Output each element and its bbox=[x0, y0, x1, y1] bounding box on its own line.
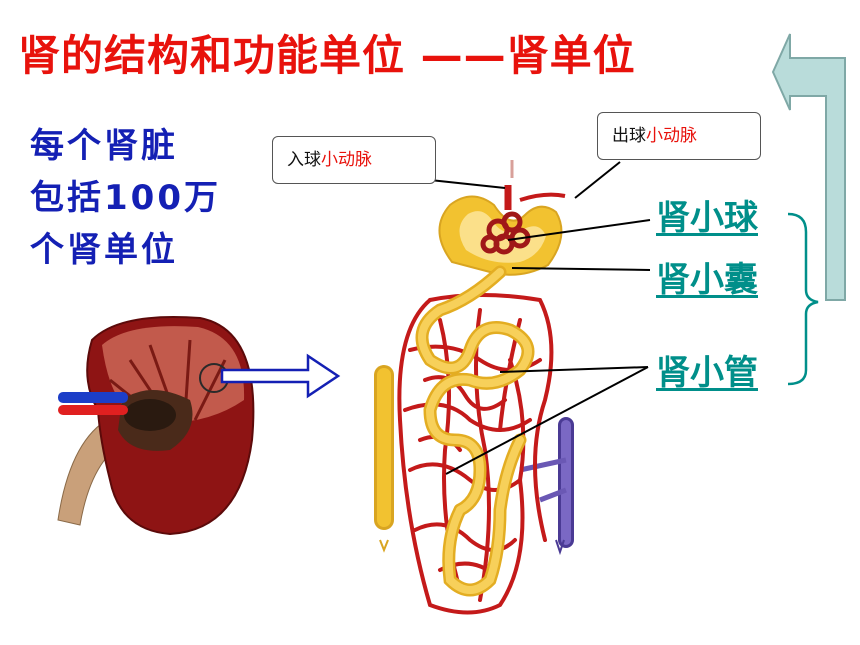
callout-afferent-highlight: 小动脉 bbox=[321, 150, 372, 170]
description-line-1: 每个肾脏 bbox=[30, 126, 178, 166]
label-capsule[interactable]: 肾小囊 bbox=[656, 260, 758, 300]
pointer-glomerulus bbox=[507, 219, 651, 241]
page-title: 肾的结构和功能单位 ——肾单位 bbox=[18, 31, 636, 80]
pointer-tubule-2 bbox=[445, 366, 649, 475]
pointer-lines bbox=[429, 161, 651, 475]
description-line-2: 包括100万 bbox=[30, 178, 221, 218]
nephron-illustration bbox=[374, 160, 574, 615]
callout-efferent-highlight: 小动脉 bbox=[646, 126, 697, 146]
kidney-illustration bbox=[57, 315, 255, 536]
pointer-capsule bbox=[511, 267, 651, 271]
label-tubule[interactable]: 肾小管 bbox=[656, 353, 758, 393]
description: 每个肾脏 包括100万 个肾单位 bbox=[30, 120, 221, 276]
pointer-afferent bbox=[429, 179, 506, 189]
callout-efferent-prefix: 出球 bbox=[612, 126, 646, 146]
label-glomerulus[interactable]: 肾小球 bbox=[656, 198, 758, 238]
return-arrow bbox=[771, 33, 846, 301]
kidney-to-nephron-arrow bbox=[220, 353, 341, 399]
label-bracket bbox=[787, 212, 819, 386]
pointer-tubule-1 bbox=[499, 366, 649, 373]
callout-efferent-arteriole: 出球小动脉 bbox=[597, 112, 761, 160]
callout-afferent-arteriole: 入球小动脉 bbox=[272, 136, 436, 184]
pointer-efferent bbox=[574, 161, 621, 199]
callout-afferent-prefix: 入球 bbox=[287, 150, 321, 170]
description-line-3: 个肾单位 bbox=[30, 230, 178, 270]
